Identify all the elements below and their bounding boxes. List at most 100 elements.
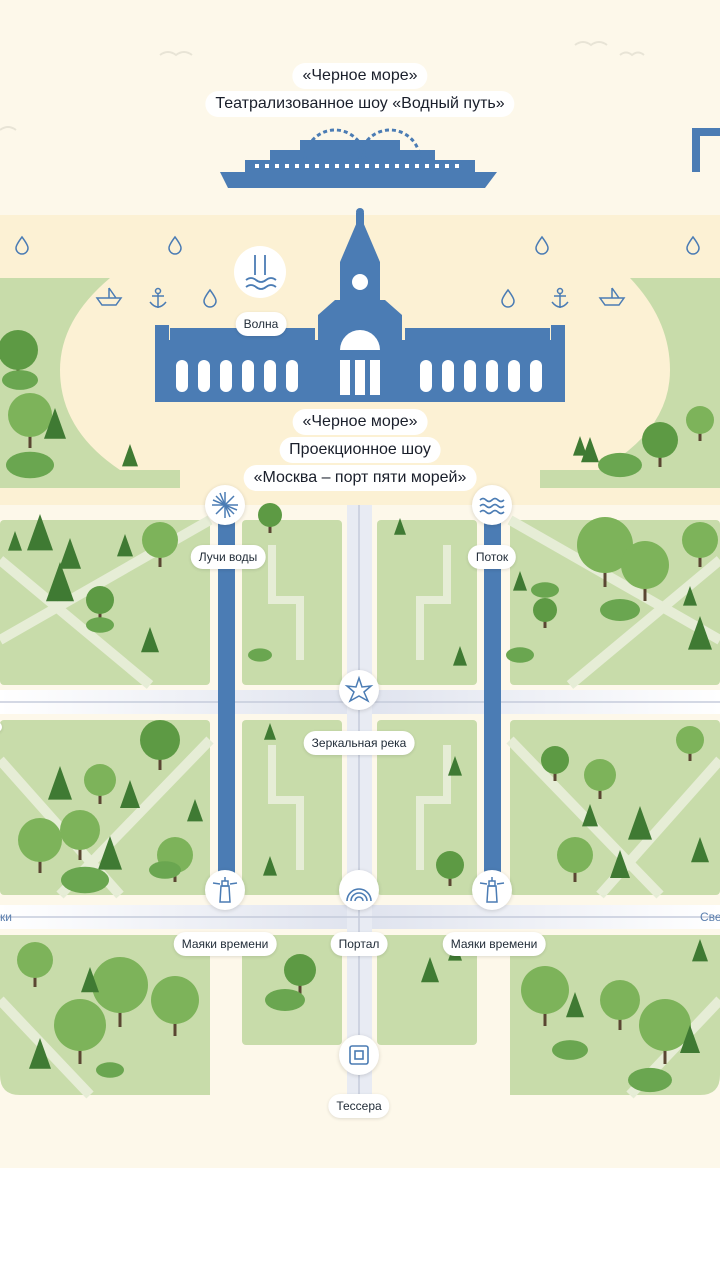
anchor-icon (551, 287, 569, 308)
bush (265, 989, 305, 1011)
building-edge-right (692, 128, 720, 172)
pine-tree (46, 562, 74, 602)
square-frame-icon[interactable] (339, 1035, 379, 1075)
center-title-line3: «Москва – порт пяти морей» (243, 465, 477, 491)
bush (96, 1062, 124, 1078)
bush (61, 866, 109, 894)
bush (598, 452, 642, 478)
sunburst-icon[interactable] (205, 485, 245, 525)
pine-tree (394, 518, 406, 535)
pine-tree (573, 436, 587, 456)
tree (600, 980, 640, 1020)
center-title: «Черное море» Проекционное шоу «Москва –… (243, 408, 477, 492)
pine-tree (81, 967, 99, 993)
tree-trunk (78, 842, 82, 860)
lawn-block (242, 720, 342, 895)
tree (621, 541, 669, 589)
edge-label-right: Све (700, 910, 720, 924)
arch-icon[interactable] (339, 870, 379, 910)
tree (642, 422, 678, 458)
pine-tree (122, 444, 138, 467)
pine-tree (117, 534, 133, 557)
tree-trunk (33, 970, 37, 987)
tree-trunk (118, 1001, 122, 1027)
lighthouse-icon[interactable] (472, 870, 512, 910)
pine-tree (29, 1038, 51, 1069)
anchors (149, 287, 569, 308)
tree-trunk (573, 865, 577, 882)
bush (6, 451, 54, 479)
tree-trunk (598, 784, 602, 799)
pine-tree (691, 837, 709, 863)
tree (151, 976, 199, 1024)
tree (541, 746, 569, 774)
small-footpaths (268, 545, 451, 870)
tree (17, 942, 53, 978)
label-mayaki-left[interactable]: Маяки времени (173, 932, 277, 956)
label-volna[interactable]: Волна (235, 312, 287, 336)
pine-tree (187, 799, 203, 822)
seagulls (0, 41, 645, 131)
pine-tree (581, 437, 599, 463)
star-icon[interactable] (339, 670, 379, 710)
footer-blank (0, 1168, 720, 1280)
bush (2, 370, 38, 390)
tree-trunk (173, 1014, 177, 1036)
trees (0, 330, 718, 1093)
label-potok[interactable]: Поток (467, 545, 517, 569)
pine-tree (683, 586, 697, 606)
tree-trunk (98, 608, 102, 621)
tree (521, 966, 569, 1014)
tree-trunk (543, 1004, 547, 1026)
pine-tree (692, 939, 708, 962)
pine-tree (448, 756, 462, 776)
water-drop-icon (535, 235, 549, 255)
tree-trunk (658, 450, 662, 467)
lighthouse-icon[interactable] (205, 870, 245, 910)
tree (140, 720, 180, 760)
tree-trunk (603, 561, 607, 587)
bush (248, 648, 272, 662)
bush (628, 1067, 672, 1093)
water-drop-icon (686, 235, 700, 255)
tree (54, 999, 106, 1051)
tree-trunk (268, 522, 272, 533)
bush (600, 599, 640, 621)
pine-tree (688, 616, 712, 650)
tree (60, 810, 100, 850)
tree (533, 598, 557, 622)
bush (149, 861, 181, 879)
waves-icon[interactable] (472, 485, 512, 525)
label-portal[interactable]: Портал (330, 932, 388, 956)
tree-trunk (543, 617, 547, 628)
paper-boats (95, 287, 626, 306)
bush (531, 582, 559, 598)
tree-trunk (38, 853, 42, 873)
bush (86, 617, 114, 633)
ship-icon (220, 128, 497, 188)
pine-tree (610, 850, 630, 878)
tree-trunk (553, 768, 557, 781)
pine-tree (628, 806, 652, 840)
water-drop-icon (203, 288, 217, 308)
label-tessera[interactable]: Тессера (328, 1094, 390, 1118)
tree (639, 999, 691, 1051)
tree-trunk (698, 428, 702, 441)
bush (506, 647, 534, 663)
paper-boat-icon (598, 287, 626, 306)
tree (577, 517, 633, 573)
pine-tree (8, 531, 22, 551)
pine-tree (263, 856, 277, 876)
anchor-icon (149, 287, 167, 308)
tree (92, 957, 148, 1013)
tree (18, 818, 62, 862)
tree (557, 837, 593, 873)
label-mayaki-right[interactable]: Маяки времени (442, 932, 546, 956)
tree (284, 954, 316, 986)
label-zerkalnaya-reka[interactable]: Зеркальная река (303, 731, 415, 755)
pine-tree (421, 957, 439, 983)
pine-tree (120, 780, 140, 808)
label-luchi-vody[interactable]: Лучи воды (190, 545, 266, 569)
tree-trunk (298, 979, 302, 994)
